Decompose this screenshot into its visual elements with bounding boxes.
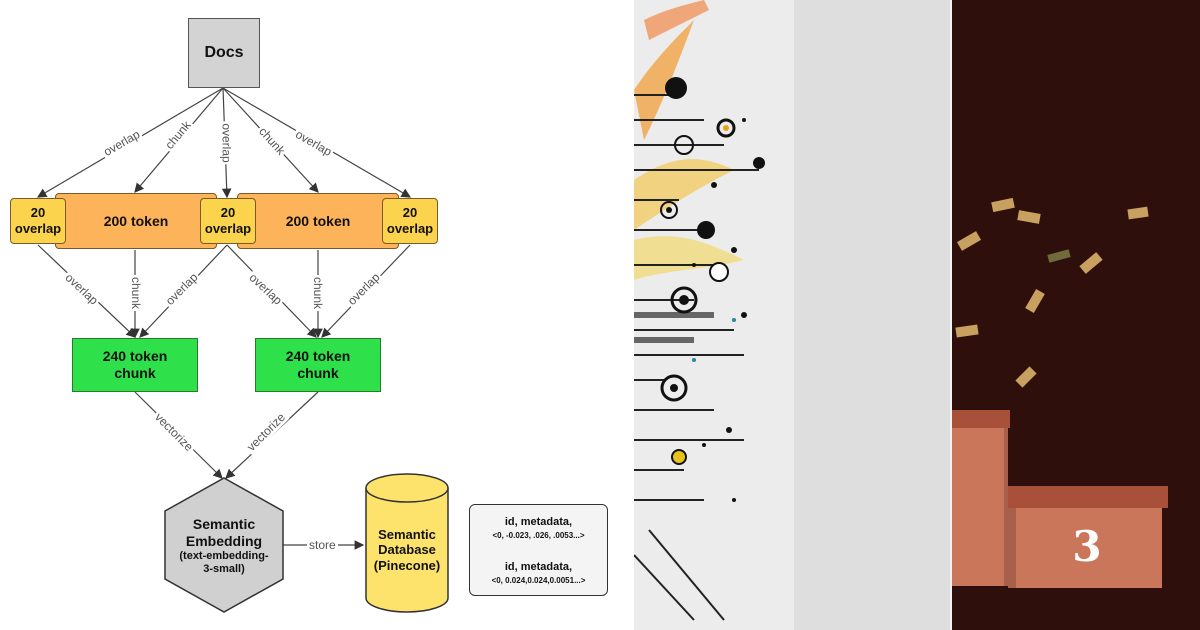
- overlap-box-2-word: overlap: [204, 221, 252, 236]
- vector-card: id, metadata, <0, -0.023, .026, .0053...…: [469, 504, 608, 596]
- overlap-box-1: 20 overlap: [10, 198, 66, 244]
- database-line3: (Pinecone): [373, 557, 441, 573]
- abstract-circuit-art: [634, 0, 950, 630]
- chunk-box-1-line1: 240 token: [102, 348, 168, 365]
- overlap-box-3-word: overlap: [386, 221, 434, 236]
- podium-image: [952, 197, 1168, 588]
- overlap-box-3: 20 overlap: [382, 198, 438, 244]
- token-box-1: 200 token: [55, 193, 217, 249]
- token-box-1-label: 200 token: [103, 212, 169, 229]
- embedding-line3: (text-embedding-: [179, 549, 269, 562]
- overlap-box-2: 20 overlap: [200, 198, 256, 244]
- edge-label-overlap: overlap: [219, 121, 234, 165]
- edge-label-store: store: [307, 538, 338, 552]
- panel-divider: [950, 0, 952, 630]
- database-line2: Database: [378, 542, 436, 558]
- chunking-diagram: Docs 200 token 200 token 20 overlap 20 o…: [10, 18, 608, 613]
- vector-row-1-label: id, metadata,: [504, 515, 573, 528]
- chunk-box-2: 240 token chunk: [255, 338, 381, 392]
- chunk-box-1-line2: chunk: [114, 365, 156, 381]
- podium-place-number: 3: [1072, 522, 1102, 571]
- edge-label-chunk: chunk: [129, 274, 144, 312]
- docs-node: Docs: [188, 18, 260, 88]
- circuit-art-image: [634, 0, 950, 630]
- embedding-line1: Semantic: [192, 516, 256, 533]
- vector-row-1: id, metadata, <0, -0.023, .026, .0053...…: [492, 516, 584, 540]
- database-line1: Semantic: [378, 526, 436, 542]
- chunk-box-2-line2: chunk: [297, 365, 339, 381]
- edge-label-chunk: chunk: [311, 274, 326, 312]
- database-node: Semantic Database (Pinecone): [366, 510, 448, 590]
- vector-row-2-values: <0, 0.024,0.024,0.0051...>: [491, 575, 586, 585]
- vector-row-2: id, metadata, <0, 0.024,0.024,0.0051...>: [492, 561, 586, 585]
- overlap-box-3-number: 20: [402, 205, 418, 221]
- embedding-hexagon: [164, 477, 284, 613]
- overlap-box-1-number: 20: [30, 205, 46, 221]
- podium-illustration: 3: [952, 0, 1200, 630]
- overlap-box-2-number: 20: [220, 205, 236, 221]
- embedding-node: Semantic Embedding (text-embedding- 3-sm…: [165, 500, 283, 592]
- token-box-2: 200 token: [237, 193, 399, 249]
- embedding-line2: Embedding: [185, 532, 263, 549]
- chunk-box-2-line1: 240 token: [285, 348, 351, 365]
- vector-row-1-values: <0, -0.023, .026, .0053...>: [492, 530, 585, 540]
- database-cylinder: [365, 473, 449, 613]
- token-box-2-label: 200 token: [285, 212, 351, 229]
- docs-label: Docs: [204, 44, 244, 62]
- vector-row-2-label: id, metadata,: [504, 560, 573, 573]
- chunk-box-1: 240 token chunk: [72, 338, 198, 392]
- embedding-line4: 3-small): [203, 562, 245, 575]
- overlap-box-1-word: overlap: [14, 221, 62, 236]
